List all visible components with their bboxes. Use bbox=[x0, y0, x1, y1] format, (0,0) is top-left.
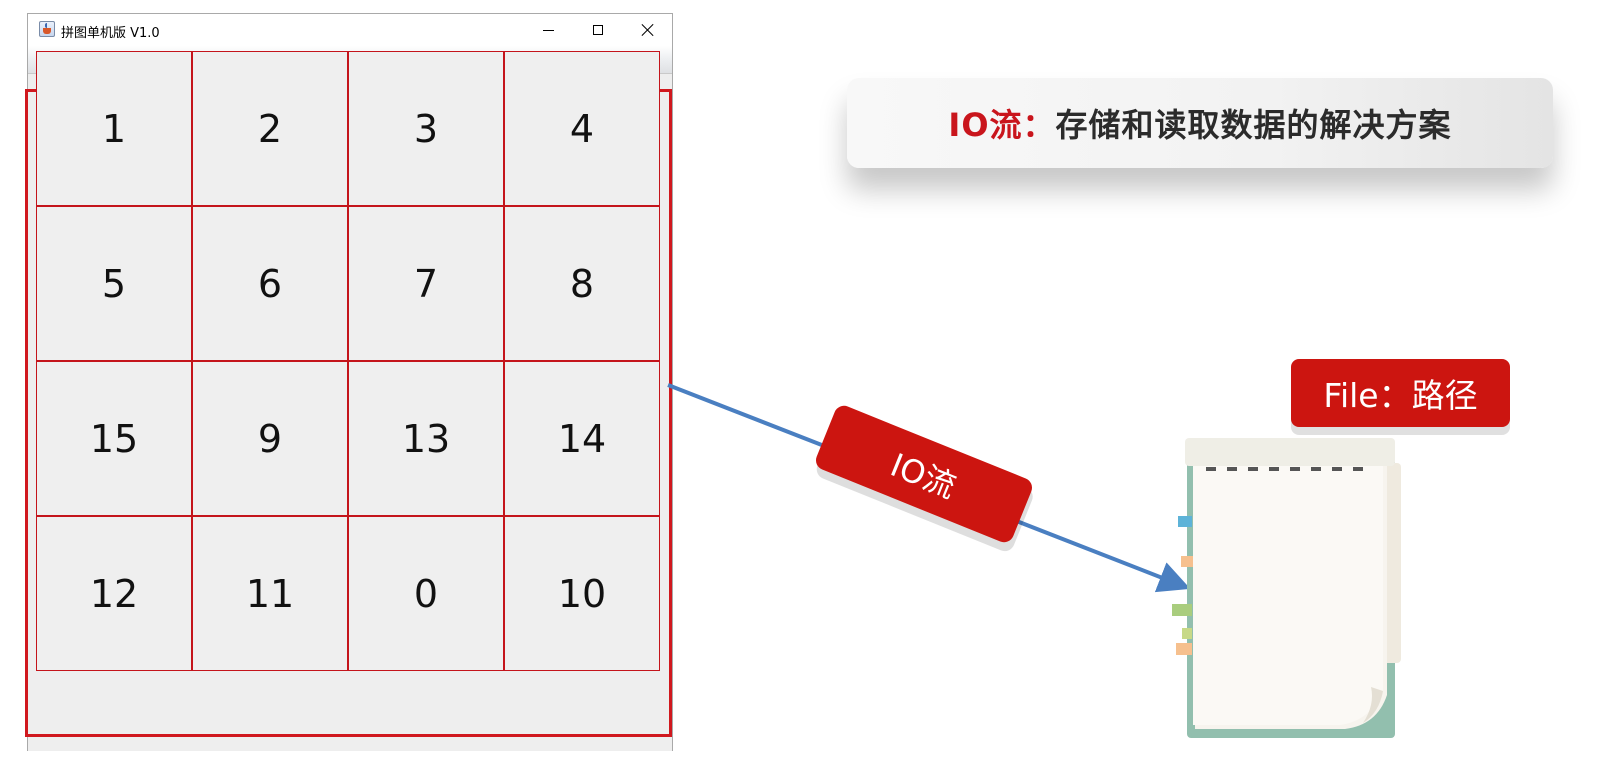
puzzle-tile[interactable]: 7 bbox=[348, 206, 504, 361]
puzzle-tile[interactable]: 13 bbox=[348, 361, 504, 516]
puzzle-tile[interactable]: 14 bbox=[504, 361, 660, 516]
puzzle-grid: 1 2 3 4 5 6 7 8 15 9 13 14 12 11 0 10 bbox=[36, 51, 660, 671]
puzzle-tile[interactable]: 2 bbox=[192, 51, 348, 206]
puzzle-tile[interactable]: 9 bbox=[192, 361, 348, 516]
banner-keyword: IO流： bbox=[948, 106, 1056, 144]
puzzle-tile[interactable]: 8 bbox=[504, 206, 660, 361]
minimize-button[interactable] bbox=[525, 14, 571, 46]
puzzle-tile[interactable]: 11 bbox=[192, 516, 348, 671]
banner-description: 存储和读取数据的解决方案 bbox=[1055, 106, 1452, 144]
io-definition-banner: IO流：存储和读取数据的解决方案 bbox=[847, 78, 1553, 168]
puzzle-tile[interactable]: 4 bbox=[504, 51, 660, 206]
puzzle-tile[interactable]: 3 bbox=[348, 51, 504, 206]
puzzle-tile[interactable]: 12 bbox=[36, 516, 192, 671]
puzzle-tile[interactable]: 6 bbox=[192, 206, 348, 361]
minimize-icon bbox=[542, 29, 554, 31]
puzzle-tile[interactable]: 5 bbox=[36, 206, 192, 361]
title-bar[interactable]: 拼图单机版 V1.0 bbox=[28, 14, 672, 46]
puzzle-tile[interactable]: 0 bbox=[348, 516, 504, 671]
java-icon bbox=[39, 21, 55, 37]
maximize-icon bbox=[593, 25, 603, 35]
puzzle-tile[interactable]: 1 bbox=[36, 51, 192, 206]
puzzle-tile[interactable]: 10 bbox=[504, 516, 660, 671]
file-path-badge: File：路径 bbox=[1291, 359, 1510, 427]
window-title: 拼图单机版 V1.0 bbox=[61, 26, 160, 41]
maximize-button[interactable] bbox=[575, 14, 621, 46]
puzzle-tile[interactable]: 15 bbox=[36, 361, 192, 516]
notebook-icon bbox=[1172, 438, 1401, 738]
puzzle-window: 拼图单机版 V1.0 功能 1 2 3 4 5 6 7 8 15 9 13 14… bbox=[25, 13, 673, 751]
